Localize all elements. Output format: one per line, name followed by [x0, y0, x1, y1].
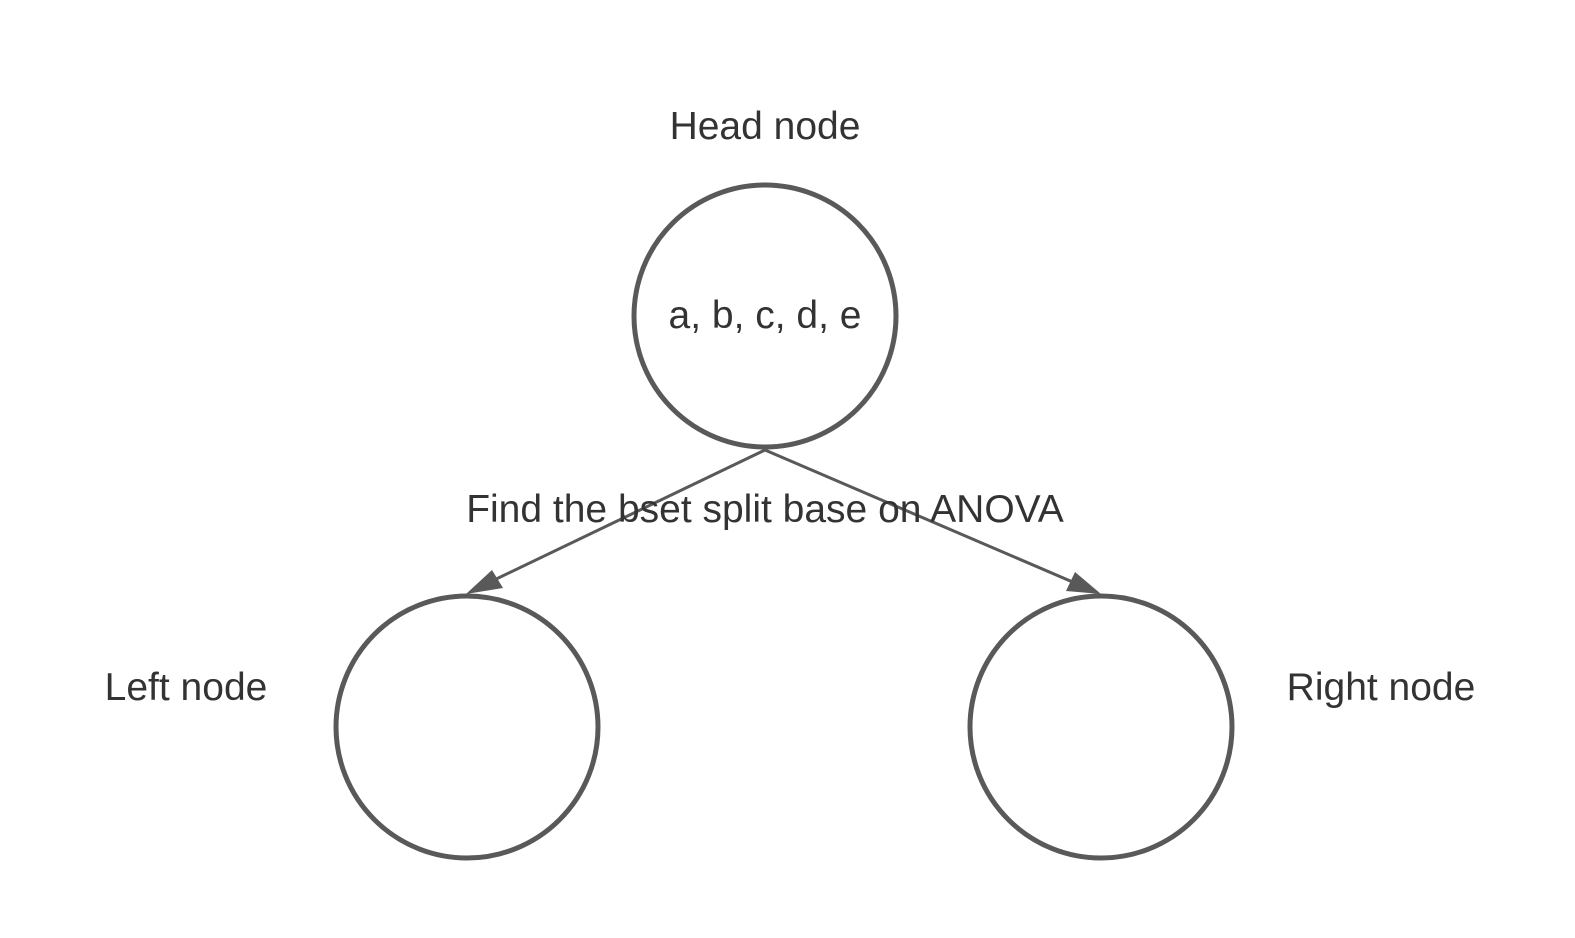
head-node-circle[interactable] — [631, 182, 899, 450]
edge-head-to-right — [764, 448, 1076, 585]
node-right[interactable] — [967, 593, 1235, 861]
right-node-label: Right node — [1287, 666, 1476, 709]
head-node-label: Head node — [670, 105, 861, 148]
node-head[interactable]: a, b, c, d, e — [631, 182, 899, 450]
edge-label: Find the bset split base on ANOVA — [466, 488, 1064, 531]
node-left[interactable] — [333, 593, 601, 861]
edge-right-arrowhead — [1066, 572, 1101, 594]
edges — [466, 448, 1101, 594]
head-node-content: a, b, c, d, e — [669, 294, 862, 337]
right-node-circle[interactable] — [967, 593, 1235, 861]
left-node-label: Left node — [105, 666, 268, 709]
left-node-circle[interactable] — [333, 593, 601, 861]
edge-head-to-left — [489, 448, 766, 584]
edge-left-arrowhead — [466, 570, 503, 594]
